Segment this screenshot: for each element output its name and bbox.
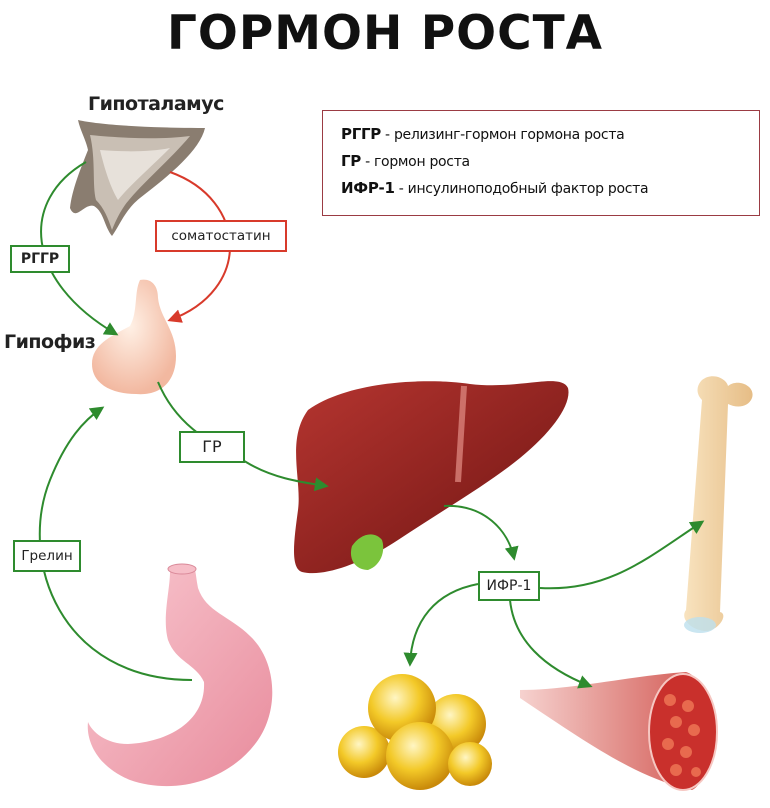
gr-box: ГР [179,431,245,463]
pituitary-label: Гипофиз [4,331,96,353]
liver-icon [294,381,569,574]
arrow-ifr1-to-bone [539,520,705,590]
arrow-hypothalamus-to-pituitary [40,161,119,336]
somatostatin-box: соматостатин [155,220,287,252]
hypothalamus-label: Гипоталамус [88,93,224,115]
ghrelin-box: Грелин [13,540,81,572]
legend-row-ifr1: ИФР-1 - инсулиноподобный фактор роста [341,179,649,197]
page-title: ГОРМОН РОСТА [166,6,604,61]
hypothalamus-icon [70,120,205,236]
pituitary-icon [92,279,176,395]
legend-box: РГГР - релизинг-гормон гормона роста ГР … [322,110,760,216]
stomach-icon [87,563,273,787]
fat-cells-icon [338,674,492,790]
muscle-icon [520,672,718,791]
arrow-stomach-to-pituitary [38,406,193,681]
arrow-liver-to-ifr1 [443,504,519,561]
legend-row-gr: ГР - гормон роста [341,152,470,170]
arrow-ifr1-to-fat [403,583,479,667]
ifr1-box: ИФР-1 [478,571,540,601]
arrow-ifr1-to-muscle [509,599,593,689]
bone-icon [684,376,753,633]
legend-row-rggr: РГГР - релизинг-гормон гормона роста [341,125,625,143]
rggr-box: РГГР [10,245,70,273]
arrow-pituitary-to-liver [157,381,329,492]
